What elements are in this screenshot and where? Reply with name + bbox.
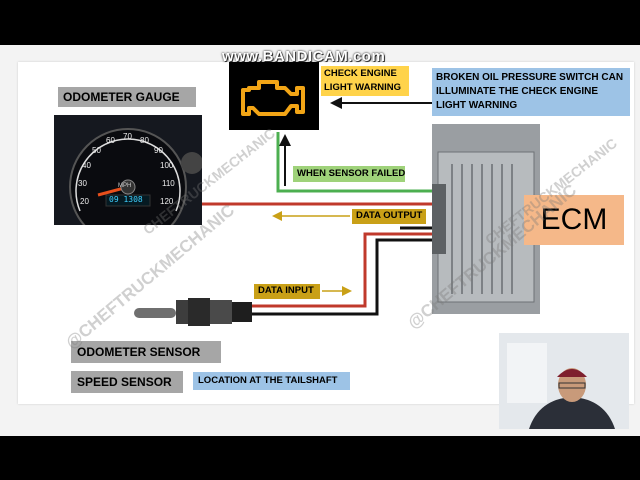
failed-arrow-head	[279, 134, 291, 146]
speed-unit: MPH	[118, 183, 132, 189]
engine-icon	[241, 80, 305, 116]
gauge-tick-80: 80	[140, 136, 149, 145]
data-output-arrow-head	[272, 211, 282, 221]
gauge-tick-120: 120	[160, 197, 174, 206]
black-wire-sensor	[252, 238, 436, 316]
odometer-gauge-image: MPH 09 1308 20 30 40 50 60 70 80 90 100 …	[54, 115, 202, 225]
gauge-tick-100: 100	[160, 161, 174, 170]
odometer-gauge-label: ODOMETER GAUGE	[58, 87, 196, 107]
gauge-tick-90: 90	[154, 146, 163, 155]
gauge-tick-70: 70	[123, 132, 132, 141]
data-input-label: DATA INPUT	[254, 284, 320, 299]
ecm-image	[432, 124, 540, 314]
red-wire-sensor	[252, 232, 436, 308]
webcam-overlay	[499, 333, 629, 429]
oil-arrow-head	[330, 97, 342, 109]
data-output-label: DATA OUTPUT	[352, 209, 426, 224]
location-label: LOCATION AT THE TAILSHAFT	[193, 372, 350, 390]
gauge-tick-20: 20	[80, 197, 89, 206]
odometer-reading: 09 1308	[109, 195, 143, 204]
oil-pressure-note: BROKEN OIL PRESSURE SWITCH CAN ILLUMINAT…	[432, 68, 630, 116]
gauge-tick-30: 30	[78, 179, 87, 188]
gauge-tick-40: 40	[82, 161, 91, 170]
speed-sensor-image	[134, 298, 252, 326]
green-wire	[276, 132, 436, 193]
ecm-label: ECM	[524, 195, 624, 245]
check-engine-label: CHECK ENGINE LIGHT WARNING	[321, 66, 409, 96]
speed-sensor-label: SPEED SENSOR	[71, 371, 183, 393]
check-engine-light	[229, 62, 319, 130]
recorder-watermark: www.BANDICAM.com	[222, 48, 386, 65]
gauge-tick-50: 50	[92, 146, 101, 155]
gauge-tick-110: 110	[162, 179, 175, 188]
odometer-sensor-label: ODOMETER SENSOR	[71, 341, 221, 363]
data-input-arrow-head	[342, 286, 352, 296]
gauge-tick-60: 60	[106, 136, 115, 145]
when-sensor-failed-label: WHEN SENSOR FAILED	[293, 166, 405, 182]
